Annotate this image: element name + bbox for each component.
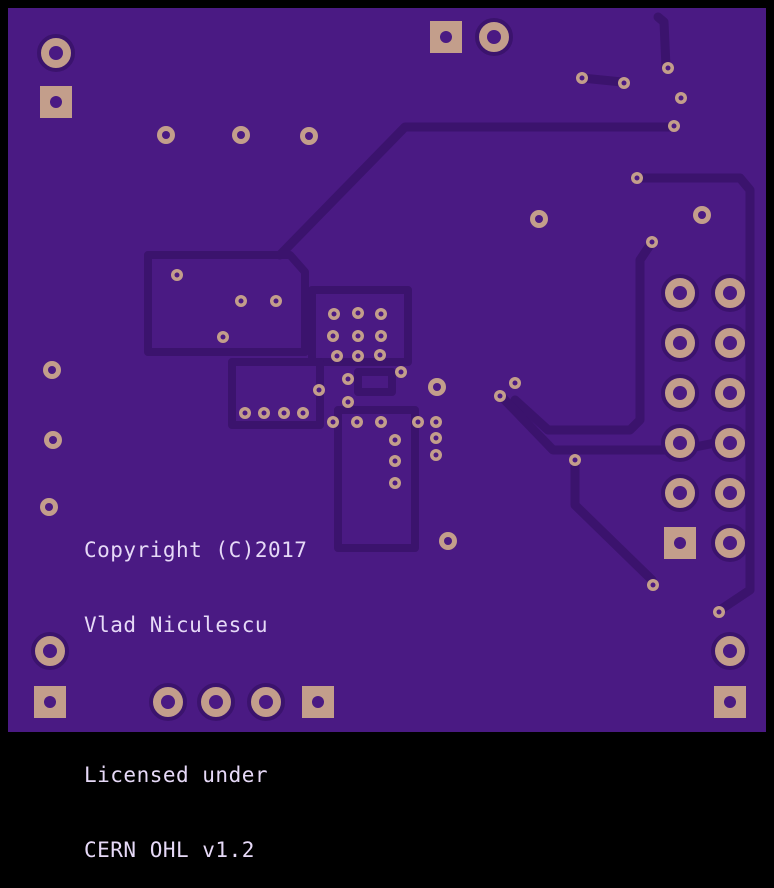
- silkscreen-text-block: Copyright (C)2017 Vlad Niculescu License…: [84, 488, 307, 888]
- copper-pours: [144, 251, 419, 552]
- copyright-line: Copyright (C)2017: [84, 538, 308, 562]
- square-pads: [34, 21, 746, 718]
- pcb-board: [8, 8, 766, 732]
- blank-line: [84, 688, 307, 713]
- author-line: Vlad Niculescu: [84, 613, 269, 637]
- license-line: Licensed under: [84, 763, 269, 787]
- license-name-line: CERN OHL v1.2: [84, 838, 255, 862]
